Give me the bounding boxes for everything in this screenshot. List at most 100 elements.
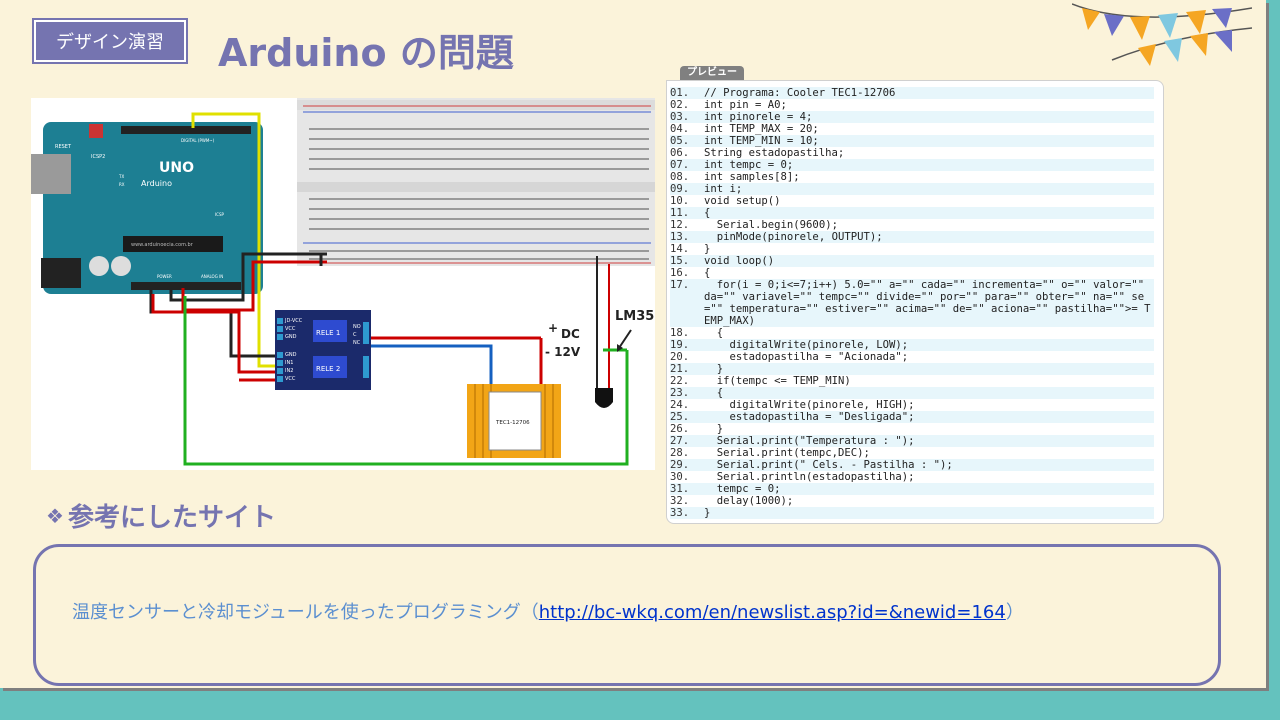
code-line: 02.int pin = A0; (670, 99, 1154, 111)
board-label-analog: ANALOG IN (201, 274, 223, 279)
dc-voltage-label: - 12V (545, 345, 581, 359)
line-number: 21. (670, 363, 690, 375)
relay-label-nc: NC (353, 340, 361, 346)
reference-heading: ❖ 参考にしたサイト (46, 497, 276, 534)
line-text: { (704, 327, 724, 339)
board-label-power: POWER (157, 274, 172, 279)
slide: デザイン演習 Arduino の問題 (0, 0, 1266, 688)
code-line: 10.void setup() (670, 195, 1154, 207)
line-number: 13. (670, 231, 690, 243)
bunting-decoration-icon (1072, 3, 1252, 66)
line-number: 07. (670, 159, 690, 171)
board-label-icsp: ICSP (215, 212, 225, 217)
relay-label-jdvcc: JD-VCC (284, 318, 303, 324)
line-number: 23. (670, 387, 690, 399)
code-line: 24. digitalWrite(pinorele, HIGH); (670, 399, 1154, 411)
code-line: 33.} (670, 507, 1154, 519)
code-line: 03.int pinorele = 4; (670, 111, 1154, 123)
line-number: 04. (670, 123, 690, 135)
line-number: 26. (670, 423, 690, 435)
reference-link[interactable]: http://bc-wkq.com/en/newslist.asp?id=&ne… (538, 602, 1006, 623)
line-number: 05. (670, 135, 690, 147)
line-text: estadopastilha = "Acionada"; (704, 351, 909, 363)
relay-label-gnd2: GND (285, 352, 297, 358)
line-number: 03. (670, 111, 690, 123)
code-line: 18. { (670, 327, 1154, 339)
board-label-rx: RX (119, 182, 125, 187)
line-text: int samples[8]; (704, 171, 800, 183)
code-line: 17. for(i = 0;i<=7;i++) 5.0="" a="" cada… (670, 279, 1154, 327)
line-text: Serial.print(" Cels. - Pastilha : "); (704, 459, 953, 471)
code-line: 01. // Programa: Cooler TEC1-12706 (670, 87, 1154, 99)
line-text: int pin = A0; (704, 99, 787, 111)
relay-label-in1: IN1 (285, 360, 293, 366)
line-number: 32. (670, 495, 690, 507)
board-label-icsp2: ICSP2 (91, 154, 105, 160)
dc-plus-label: + (548, 321, 558, 335)
relay-label-in2: IN2 (285, 368, 293, 374)
line-number: 08. (670, 171, 690, 183)
line-number: 19. (670, 339, 690, 351)
line-text: for(i = 0;i<=7;i++) 5.0="" a="" cada="" … (704, 279, 1151, 327)
line-text: delay(1000); (704, 495, 794, 507)
code-line: 32. delay(1000); (670, 495, 1154, 507)
line-text: if(tempc <= TEMP_MIN) (704, 375, 851, 387)
line-number: 20. (670, 351, 690, 363)
line-number: 27. (670, 435, 690, 447)
code-line: 11. { (670, 207, 1154, 219)
line-text: } (704, 507, 711, 519)
reference-close-paren: ） (1005, 602, 1024, 623)
line-text: } (704, 423, 724, 435)
board-label-reset: RESET (55, 144, 72, 150)
relay-label-rele1: RELE 1 (316, 329, 340, 337)
code-line: 14.} (670, 243, 1154, 255)
board-label-arduino: Arduino (141, 179, 172, 188)
line-text: int TEMP_MAX = 20; (704, 123, 819, 135)
code-line: 19. digitalWrite(pinorele, LOW); (670, 339, 1154, 351)
line-text: } (704, 363, 724, 375)
line-number: 15. (670, 255, 690, 267)
line-number: 06. (670, 147, 690, 159)
code-line: 04. int TEMP_MAX = 20; (670, 123, 1154, 135)
board-label-url: www.arduinoecia.com.br (131, 242, 194, 248)
code-line: 26. } (670, 423, 1154, 435)
line-number: 17. (670, 279, 690, 291)
relay-label-vcc: VCC (285, 326, 296, 332)
circuit-diagram: UNO Arduino RESET ICSP2 www.arduinoecia.… (31, 98, 655, 470)
line-number: 10. (670, 195, 690, 207)
board-label-digital: DIGITAL (PWM~) (181, 138, 215, 143)
line-number: 33. (670, 507, 690, 519)
reference-text: 温度センサーと冷却モジュールを使ったプログラミング（http://bc-wkq.… (72, 598, 1024, 624)
line-text: Serial.print(tempc,DEC); (704, 447, 870, 459)
line-text: // Programa: Cooler TEC1-12706 (704, 87, 896, 99)
dc-label: DC (561, 327, 580, 341)
line-text: int TEMP_MIN = 10; (704, 135, 819, 147)
line-text: } (704, 243, 711, 255)
code-line: 07.int tempc = 0; (670, 159, 1154, 171)
code-line: 27. Serial.print("Temperatura : "); (670, 435, 1154, 447)
line-text: void loop() (704, 255, 775, 267)
line-number: 24. (670, 399, 690, 411)
code-line: 23. { (670, 387, 1154, 399)
page-title: Arduino の問題 (218, 31, 514, 75)
line-number: 01. (670, 87, 690, 99)
line-text: { (704, 207, 711, 219)
code-line: 31. tempc = 0; (670, 483, 1154, 495)
line-number: 31. (670, 483, 690, 495)
relay-label-no: NO (353, 324, 361, 330)
line-text: Serial.begin(9600); (704, 219, 838, 231)
line-text: Serial.print("Temperatura : "); (704, 435, 915, 447)
relay-label-rele2: RELE 2 (316, 365, 340, 373)
board-label-uno: UNO (159, 160, 194, 176)
reference-box: 温度センサーと冷却モジュールを使ったプログラミング（http://bc-wkq.… (33, 544, 1221, 686)
relay-label-gnd: GND (285, 334, 297, 340)
line-number: 29. (670, 459, 690, 471)
code-line: 21. } (670, 363, 1154, 375)
line-text: String estadopastilha; (704, 147, 845, 159)
line-text: tempc = 0; (704, 483, 781, 495)
line-number: 11. (670, 207, 690, 219)
code-line: 16.{ (670, 267, 1154, 279)
line-number: 09. (670, 183, 690, 195)
line-number: 22. (670, 375, 690, 387)
